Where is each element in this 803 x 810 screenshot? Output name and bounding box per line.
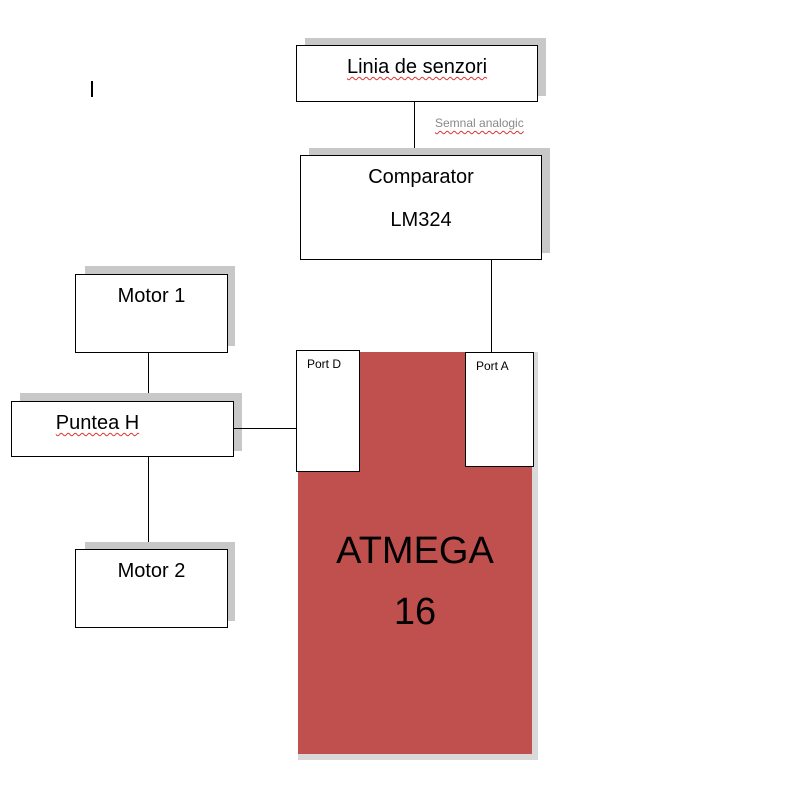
hbridge-label: Puntea H — [55, 412, 140, 434]
sensors-block: Linia de senzori — [296, 45, 538, 102]
mcu-label: ATMEGA — [336, 530, 494, 572]
motor1-block: Motor 1 — [75, 274, 228, 353]
connector-motor1-hbridge — [148, 353, 149, 401]
connector-sensors-comparator — [414, 102, 415, 155]
text-cursor — [91, 81, 93, 97]
motor2-block: Motor 2 — [75, 549, 228, 628]
connector-comparator-porta — [491, 260, 492, 353]
port-a-label: Port A — [476, 359, 509, 373]
sensors-label: Linia de senzori — [346, 56, 488, 78]
connector-hbridge-portd — [234, 428, 296, 429]
motor1-label: Motor 1 — [117, 285, 186, 307]
motor2-label: Motor 2 — [117, 560, 186, 582]
mcu-model-label: 16 — [393, 591, 437, 633]
port-d-label: Port D — [307, 357, 342, 371]
port-d-block: Port D — [296, 350, 360, 472]
signal-label: Semnal analogic — [435, 116, 524, 130]
port-a-block: Port A — [465, 352, 534, 467]
connector-hbridge-motor2 — [148, 457, 149, 550]
comparator-label: Comparator — [368, 166, 474, 188]
hbridge-block: Puntea H — [11, 401, 234, 457]
comparator-block: Comparator LM324 — [300, 155, 542, 260]
comparator-model-label: LM324 — [390, 209, 452, 231]
